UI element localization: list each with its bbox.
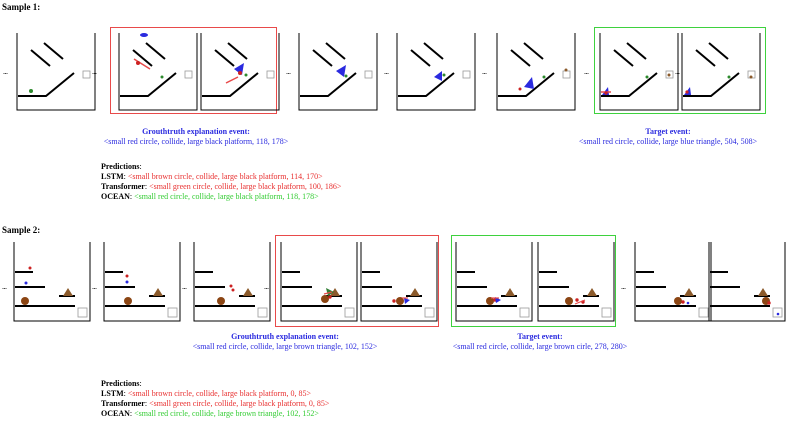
sample-2-title: Sample 2: bbox=[2, 225, 41, 235]
simulation-frame bbox=[599, 33, 679, 111]
simulation-frame bbox=[13, 242, 91, 322]
ellipsis: ... bbox=[384, 67, 389, 76]
ellipsis: ... bbox=[182, 282, 187, 291]
simulation-frame bbox=[496, 33, 576, 111]
prediction-row: Transformer: <small green circle, collid… bbox=[101, 182, 342, 191]
model-name: Transformer bbox=[101, 399, 145, 408]
prediction-row: LSTM: <small brown circle, collide, larg… bbox=[101, 389, 311, 398]
predictions-heading: Predictions: bbox=[101, 379, 142, 388]
target-label: Target event: bbox=[645, 127, 691, 136]
predictions-heading: Predictions: bbox=[101, 162, 142, 171]
ellipsis: ... bbox=[482, 67, 487, 76]
predictions-label: Predictions bbox=[101, 379, 140, 388]
predictions-label: Predictions bbox=[101, 162, 140, 171]
ellipsis: ... bbox=[92, 282, 97, 291]
simulation-frame bbox=[118, 33, 198, 111]
prediction-row: OCEAN: <small red circle, collide, large… bbox=[101, 409, 319, 418]
target-event: <small red circle, collide, large blue t… bbox=[578, 137, 758, 146]
groundtruth-highlight-box bbox=[275, 235, 439, 327]
target-highlight-box bbox=[594, 27, 766, 114]
ellipsis: ... bbox=[92, 67, 97, 76]
model-name: OCEAN bbox=[101, 192, 130, 201]
target-caption: Target event: <small red circle, collide… bbox=[420, 332, 660, 352]
simulation-frame bbox=[200, 33, 280, 111]
target-label: Target event: bbox=[517, 332, 563, 341]
groundtruth-label: Grouthtruth explanation event: bbox=[142, 127, 250, 136]
ellipsis: ... bbox=[584, 67, 589, 76]
target-event: <small red circle, collide, large brown … bbox=[452, 342, 628, 351]
simulation-frame bbox=[455, 242, 533, 322]
simulation-frame bbox=[193, 242, 271, 322]
target-highlight-box bbox=[451, 235, 616, 327]
ellipsis: ... bbox=[2, 282, 7, 291]
prediction-row: OCEAN: <small red circle, collide, large… bbox=[101, 192, 319, 201]
groundtruth-event: <small red circle, collide, large black … bbox=[103, 137, 289, 146]
simulation-frame bbox=[280, 242, 358, 322]
prediction-text: <small red circle, collide, large brown … bbox=[134, 409, 319, 418]
predictions-block: Predictions: LSTM: <small brown circle, … bbox=[101, 379, 329, 419]
simulation-frame bbox=[360, 242, 438, 322]
simulation-frame bbox=[634, 242, 712, 322]
prediction-text: <small red circle, collide, large black … bbox=[134, 192, 319, 201]
ellipsis: ... bbox=[621, 282, 626, 291]
simulation-frame bbox=[298, 33, 378, 111]
groundtruth-highlight-box bbox=[110, 27, 277, 114]
model-name: OCEAN bbox=[101, 409, 130, 418]
sample-1-title: Sample 1: bbox=[2, 2, 41, 12]
groundtruth-caption: Grouthtruth explanation event: <small re… bbox=[101, 127, 291, 147]
target-caption: Target event: <small red circle, collide… bbox=[553, 127, 783, 147]
groundtruth-event: <small red circle, collide, large brown … bbox=[192, 342, 378, 351]
simulation-frame bbox=[708, 242, 786, 322]
model-name: LSTM bbox=[101, 389, 124, 398]
simulation-frame bbox=[16, 33, 96, 111]
ellipsis: ... bbox=[3, 67, 8, 76]
prediction-row: Transformer: <small green circle, collid… bbox=[101, 399, 330, 408]
groundtruth-label: Grouthtruth explanation event: bbox=[231, 332, 339, 341]
prediction-text: <small brown circle, collide, large blac… bbox=[127, 389, 311, 398]
ellipsis: ... bbox=[675, 67, 680, 76]
groundtruth-caption: Grouthtruth explanation event: <small re… bbox=[175, 332, 395, 352]
ellipsis: ... bbox=[286, 67, 291, 76]
ellipsis: ... bbox=[264, 282, 269, 291]
prediction-text: <small brown circle, collide, large blac… bbox=[127, 172, 323, 181]
predictions-block: Predictions: LSTM: <small brown circle, … bbox=[101, 162, 341, 202]
simulation-frame bbox=[537, 242, 615, 322]
simulation-frame bbox=[103, 242, 181, 322]
simulation-frame bbox=[396, 33, 476, 111]
prediction-row: LSTM: <small brown circle, collide, larg… bbox=[101, 172, 323, 181]
model-name: LSTM bbox=[101, 172, 124, 181]
simulation-frame bbox=[681, 33, 761, 111]
model-name: Transformer bbox=[101, 182, 145, 191]
prediction-text: <small green circle, collide, large blac… bbox=[149, 399, 330, 408]
prediction-text: <small green circle, collide, large blac… bbox=[149, 182, 342, 191]
